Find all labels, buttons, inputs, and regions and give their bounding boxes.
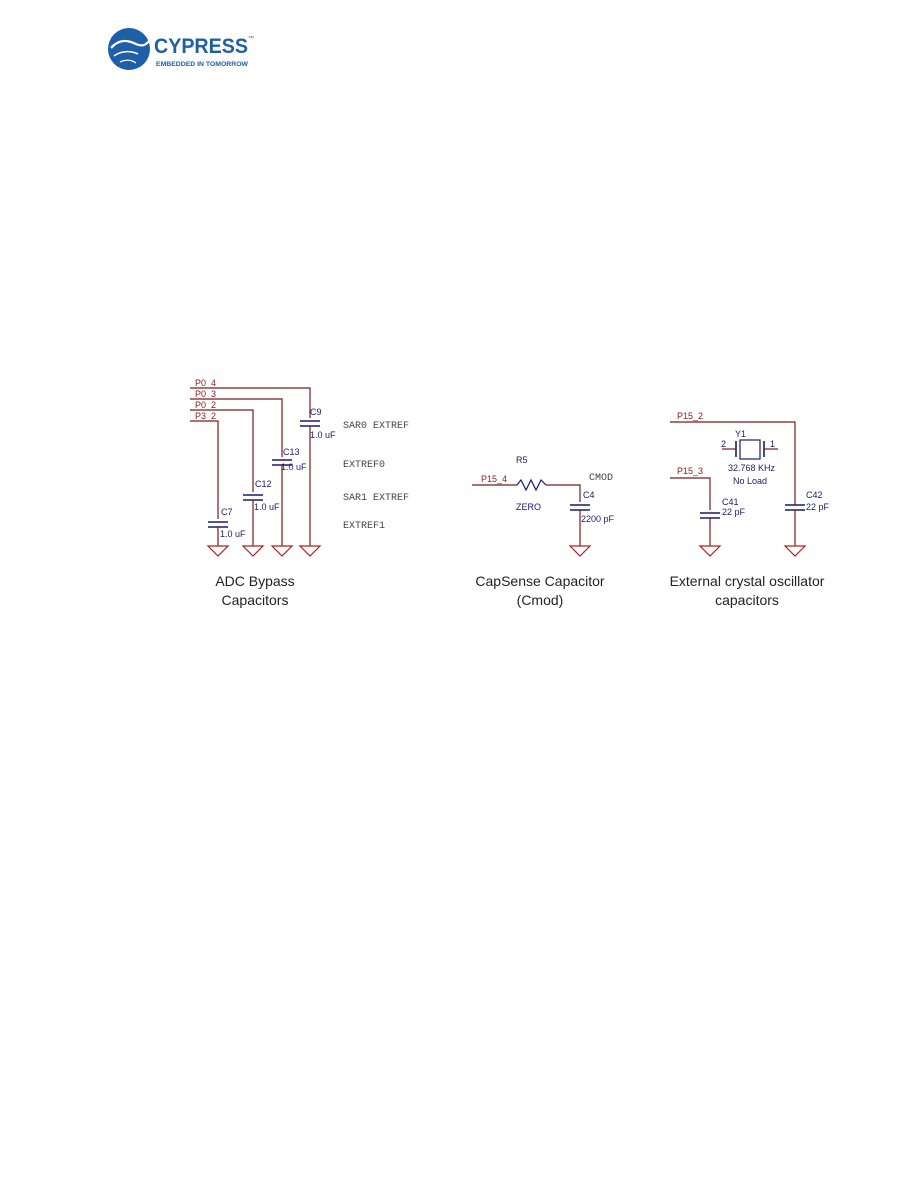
adc-caption-line2: Capacitors	[222, 592, 289, 608]
logo-trademark: ™	[248, 35, 254, 42]
net-label-p0-2: P0_2	[195, 400, 216, 410]
ground-icon	[241, 545, 265, 557]
label-cmod: CMOD	[589, 473, 613, 484]
c13-ref: C13	[283, 447, 300, 457]
capsense-caption-line2: (Cmod)	[517, 592, 564, 608]
c9-ref: C9	[310, 407, 322, 417]
c9-value: 1.0 uF	[310, 430, 336, 440]
logo-wordmark: CYPRESS	[154, 35, 248, 58]
capacitor-c9: C9 1.0 uF	[300, 407, 336, 546]
capacitor-c4: C4 2200 pF	[570, 490, 615, 546]
c12-ref: C12	[255, 479, 272, 489]
resistor-r5	[516, 478, 547, 492]
c7-ref: C7	[221, 507, 233, 517]
label-sar0-extref: SAR0 EXTREF	[343, 421, 409, 432]
y1-pin1: 1	[770, 439, 775, 449]
label-extref0: EXTREF0	[343, 460, 385, 471]
r5-ref: R5	[516, 455, 528, 465]
wire-p15-2	[670, 421, 796, 505]
adc-caption-line1: ADC Bypass	[215, 573, 294, 589]
net-label-p3-2: P3_2	[195, 411, 216, 421]
ground-icon	[783, 545, 807, 557]
y1-ref: Y1	[735, 429, 746, 439]
wire-p0-2	[190, 409, 254, 492]
wire-p0-3	[190, 398, 283, 457]
net-label-p0-4: P0_4	[195, 378, 216, 388]
y1-note: No Load	[733, 476, 767, 486]
capacitor-c41: C41 22 pF	[700, 497, 746, 546]
c7-value: 1.0 uF	[220, 529, 246, 539]
wire-p3-2	[190, 420, 219, 519]
crystal-caption-line1: External crystal oscillator	[670, 573, 825, 589]
crystal-y1: Y1 2 1 32.768 KHz No Load	[721, 429, 778, 486]
wire-p15-3	[670, 477, 711, 510]
label-extref1: EXTREF1	[343, 521, 385, 532]
r5-value: ZERO	[516, 502, 541, 512]
c42-value: 22 pF	[806, 502, 830, 512]
adc-bypass-block: P0_4 P0_3 P0_2 P3_2 C9 1.0 uF C13 1.0 uF	[190, 378, 409, 608]
capsense-caption-line1: CapSense Capacitor	[475, 573, 605, 589]
ground-icon	[270, 545, 294, 557]
capacitor-c7: C7 1.0 uF	[208, 507, 246, 546]
net-label-p15-2: P15_2	[677, 411, 703, 421]
ground-icon	[698, 545, 722, 557]
ground-icon	[298, 545, 322, 557]
label-sar1-extref: SAR1 EXTREF	[343, 493, 409, 504]
net-label-p0-3: P0_3	[195, 389, 216, 399]
crystal-block: P15_2 P15_3 Y1 2 1 32.768 KHz No Load C4…	[670, 411, 830, 608]
capsense-block: P15_4 R5 ZERO CMOD C4 2200 pF CapSense C…	[472, 455, 615, 608]
c4-value: 2200 pF	[581, 514, 615, 524]
c12-value: 1.0 uF	[254, 502, 280, 512]
ground-icon	[568, 545, 592, 557]
y1-value: 32.768 KHz	[728, 463, 776, 473]
wire-cmod	[546, 484, 581, 502]
y1-pin2: 2	[721, 439, 726, 449]
net-label-p15-4: P15_4	[481, 474, 507, 484]
c13-value: 1.0 uF	[281, 462, 307, 472]
c41-ref: C41	[722, 497, 739, 507]
capacitor-c12: C12 1.0 uF	[243, 479, 280, 546]
c4-ref: C4	[583, 490, 595, 500]
net-label-p15-3: P15_3	[677, 466, 703, 476]
logo-globe-icon	[108, 28, 150, 70]
c42-ref: C42	[806, 490, 823, 500]
capacitor-c13: C13 1.0 uF	[272, 447, 307, 546]
c41-value: 22 pF	[722, 507, 746, 517]
wire-p0-4	[190, 387, 311, 418]
cypress-logo: CYPRESS ™ EMBEDDED IN TOMORROW	[106, 26, 256, 74]
capacitor-c42: C42 22 pF	[785, 490, 830, 546]
logo-tagline: EMBEDDED IN TOMORROW	[156, 62, 248, 68]
crystal-caption-line2: capacitors	[715, 592, 779, 608]
ground-icon	[206, 545, 230, 557]
